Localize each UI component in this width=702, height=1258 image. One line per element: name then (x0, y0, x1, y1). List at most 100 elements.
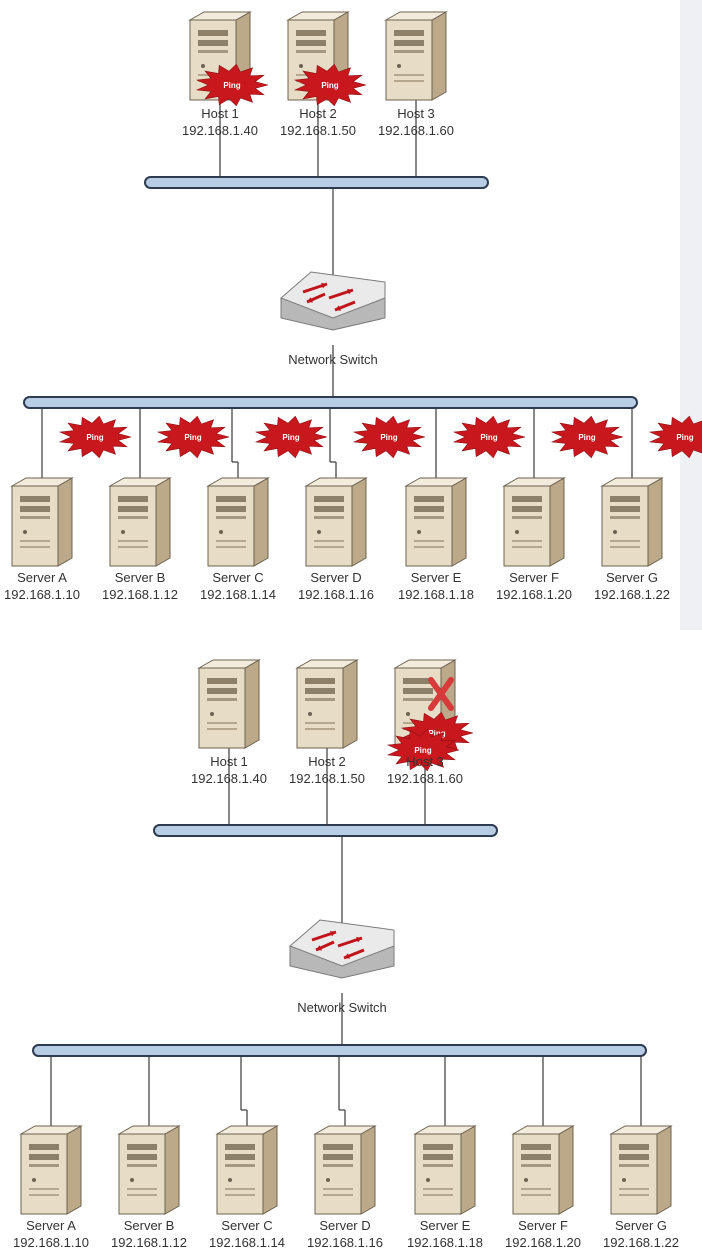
vent (20, 540, 50, 542)
host-ip: 192.168.1.50 (280, 123, 356, 138)
power-led (121, 530, 125, 534)
host-ip: 192.168.1.60 (387, 771, 463, 786)
ping-label: Ping (480, 433, 497, 442)
power-led (308, 712, 312, 716)
server-side-panel (656, 1125, 672, 1215)
drive-bay (403, 698, 433, 701)
drive-bay (394, 30, 424, 36)
server-icon (404, 477, 468, 567)
server-side-panel (164, 1125, 180, 1215)
power-led (524, 1178, 528, 1182)
server-ip: 192.168.1.12 (111, 1235, 187, 1250)
server-ip: 192.168.1.20 (496, 587, 572, 602)
ping-burst: Ping (352, 415, 426, 459)
server-name: Server C (212, 570, 264, 585)
switch-top (280, 271, 386, 319)
drive-bay (20, 506, 50, 512)
server-ip: 192.168.1.14 (209, 1235, 285, 1250)
power-led (515, 530, 519, 534)
host-icon (384, 11, 448, 101)
drive-bay (323, 1154, 353, 1160)
server-icon (609, 1125, 673, 1215)
drive-bay (118, 496, 148, 502)
power-led (317, 530, 321, 534)
server-side-panel (342, 659, 358, 749)
server-side-panel (351, 477, 367, 567)
vent (20, 546, 50, 548)
drive-bay (29, 1144, 59, 1150)
drive-bay (512, 496, 542, 502)
ping-label: Ping (321, 81, 338, 90)
switch-arrowhead (316, 945, 322, 951)
switch-arrowhead (330, 930, 336, 937)
vent (619, 1188, 649, 1190)
vent (225, 1188, 255, 1190)
server-side-panel (262, 1125, 278, 1215)
drive-bay (216, 506, 246, 512)
server-ip: 192.168.1.14 (200, 587, 276, 602)
switch-arrowhead (344, 953, 350, 959)
vent (423, 1188, 453, 1190)
server-icon (206, 477, 270, 567)
page-margin (680, 0, 702, 630)
power-led (228, 1178, 232, 1182)
ping-burst-icon (452, 415, 526, 459)
server-side-panel (558, 1125, 574, 1215)
host-ip: 192.168.1.50 (289, 771, 365, 786)
drive-bay (118, 506, 148, 512)
vent (207, 722, 237, 724)
drive-bay (414, 496, 444, 502)
server-ip: 192.168.1.10 (4, 587, 80, 602)
server-ip: 192.168.1.18 (398, 587, 474, 602)
switch-arrowhead (347, 288, 353, 295)
vent (216, 540, 246, 542)
server-name: Server B (114, 570, 166, 585)
server-icon (413, 1125, 477, 1215)
ping-burst: Ping (156, 415, 230, 459)
power-led (210, 712, 214, 716)
drive-bay (207, 698, 237, 701)
network-switch-icon (289, 919, 395, 979)
drive-bay (512, 516, 542, 519)
server-ip: 192.168.1.16 (298, 587, 374, 602)
vent (305, 728, 335, 730)
drive-bay (127, 1144, 157, 1150)
server-side-panel (253, 477, 269, 567)
drive-bay (198, 50, 228, 53)
drive-bay (296, 30, 326, 36)
drive-bay (610, 496, 640, 502)
drive-bay (29, 1154, 59, 1160)
host-ip: 192.168.1.40 (191, 771, 267, 786)
server-name: Server A (17, 570, 67, 585)
drive-bay (305, 688, 335, 694)
power-led (397, 64, 401, 68)
server-side-panel (57, 477, 73, 567)
ping-burst: Ping (452, 415, 526, 459)
ping-label: Ping (578, 433, 595, 442)
ping-burst: Ping (648, 415, 702, 459)
server-side-panel (66, 1125, 82, 1215)
server-name: Server A (26, 1218, 76, 1233)
server-icon (19, 1125, 83, 1215)
server-icon (117, 1125, 181, 1215)
power-led (613, 530, 617, 534)
power-led (130, 1178, 134, 1182)
server-ip: 192.168.1.22 (594, 587, 670, 602)
server-icon (304, 477, 368, 567)
ping-burst: Ping (386, 728, 460, 772)
drive-bay (323, 1164, 353, 1167)
server-ip: 192.168.1.12 (102, 587, 178, 602)
server-side-panel (431, 11, 447, 101)
ping-burst-icon (195, 63, 269, 107)
server-ip: 192.168.1.16 (307, 1235, 383, 1250)
ping-burst-icon (352, 415, 426, 459)
host-name: Host 2 (308, 754, 346, 769)
server-icon (215, 1125, 279, 1215)
vent (610, 546, 640, 548)
power-led (32, 1178, 36, 1182)
vent (394, 74, 424, 76)
server-name: Server G (605, 570, 659, 585)
drive-bay (127, 1164, 157, 1167)
switch-arrowhead (307, 297, 313, 303)
